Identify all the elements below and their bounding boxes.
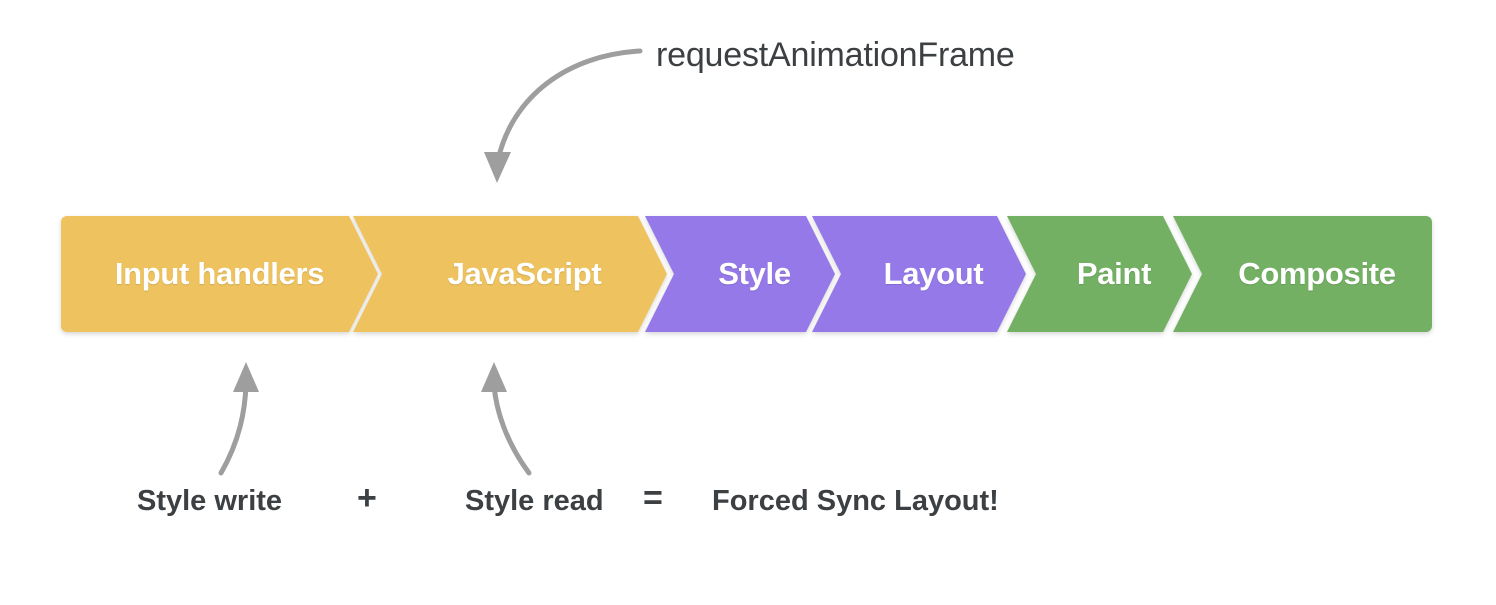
style-read-arrow-line: [491, 382, 532, 476]
raf-arrow-head: [484, 152, 511, 183]
stage-label-paint: Paint: [1076, 256, 1152, 291]
stage-label-layout: Layout: [883, 256, 984, 291]
style-write-arrow-line: [218, 382, 249, 476]
stage-shape-layout: [812, 216, 1026, 332]
request-animation-frame-label: requestAnimationFrame: [656, 36, 1015, 74]
stage-label-style: Style: [718, 256, 791, 291]
formula-operator-plus: +: [357, 479, 377, 517]
stage-label-composite: Composite: [1238, 256, 1396, 291]
stage-label-input-handlers: Input handlers: [114, 256, 325, 291]
formula-term-style-write: Style write: [137, 485, 283, 517]
stage-label-javascript: JavaScript: [447, 256, 602, 291]
stage-shape-paint: [1007, 216, 1192, 332]
formula-operator-equals: =: [643, 479, 663, 517]
stage-shape-javascript: [353, 216, 667, 332]
stage-shape-style: [645, 216, 835, 332]
style-write-arrow-head: [233, 362, 259, 392]
formula-term-style-read: Style read: [465, 485, 604, 517]
style-read-arrow-head: [481, 362, 507, 392]
pipeline-chevrons: [61, 216, 1432, 332]
raf-arrow-line: [495, 48, 643, 163]
formula-term-forced-sync-layout: Forced Sync Layout!: [712, 485, 999, 517]
stage-shape-composite: [1173, 216, 1432, 332]
stage-shape-input-handlers: [61, 216, 378, 332]
rendering-pipeline: Input handlers JavaScript Style Layout P…: [61, 216, 1432, 332]
